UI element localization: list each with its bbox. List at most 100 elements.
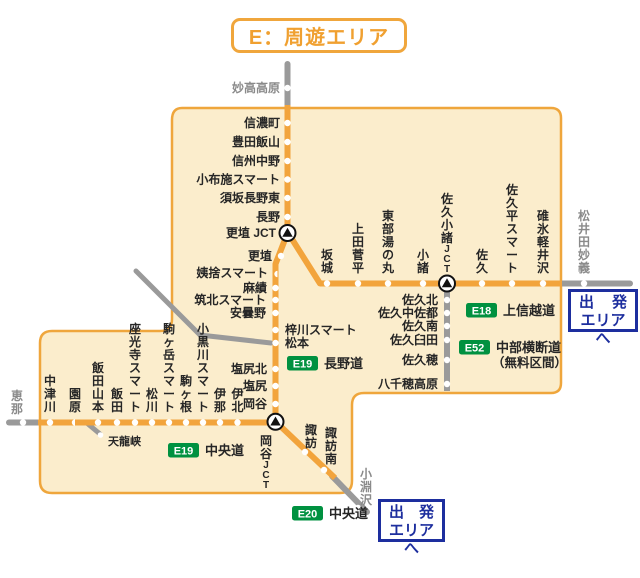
station-label: 佐久南 [401,318,438,333]
station-label: 東部湯の丸 [381,208,395,275]
station-dot [46,419,54,426]
station-dot [354,504,362,512]
station-label: 小黒川スマート [196,321,209,414]
station-dot [272,326,279,334]
station-dot [272,382,279,390]
route-badge [287,356,318,371]
station-label: 天龍峡 [108,434,142,448]
station-label: 須坂長野東 [219,190,280,205]
station-label: 松本 [285,335,309,350]
station-dot [284,157,291,165]
station-label: 安曇野 [230,305,266,320]
station-dot [443,356,451,364]
station-label: 佐久臼田 [389,332,438,347]
station-label: 信濃町 [244,115,280,130]
route-badge [466,303,497,318]
station-dot [272,400,279,408]
station-dot [580,280,588,287]
road-name-label: 中央道 [329,506,368,521]
station-dot [97,432,104,438]
road-name-label: 上信越道 [503,303,555,318]
station-label: 飯田 [110,386,123,414]
station-label: 座光寺スマート [128,321,141,414]
station-dot [284,194,291,202]
jct-symbol-triangle [441,278,453,288]
station-label: 諏訪南 [325,425,337,466]
station-dot [216,419,224,426]
route-badge-code: E19 [174,446,194,458]
road-name-label: 中部横断道 [496,340,561,355]
station-dot [272,365,279,373]
station-dot [272,339,279,347]
station-label: 筑北スマート [194,292,266,307]
station-dot [443,296,451,304]
station-dot [419,280,427,287]
station-dot [284,84,291,92]
station-label: 佐久北 [401,292,438,307]
road-name-note: （無料区間） [492,355,567,370]
departure-line1-left: 出 [579,294,595,311]
station-label: 豊田飯山 [232,134,280,149]
station-label: 梓川スマート [285,322,357,337]
road-name-label: 中央道 [205,443,244,458]
station-label: 中津川 [43,373,56,414]
road-chuo-south-outside [329,473,370,515]
departure-line2: エリアへ [580,312,626,347]
road-matsumoto-branch [133,268,274,346]
station-dot [131,419,139,426]
station-dot [199,419,207,426]
station-label: 佐久 [475,247,489,275]
station-dot [301,448,309,456]
station-label: 坂城 [321,247,334,275]
station-half-dot [71,419,75,426]
station-label: 八千穂高原 [377,376,438,391]
route-badge-code: E19 [293,359,313,371]
station-dot [354,280,362,287]
station-dot [443,336,451,344]
station-label: 佐久穂 [401,352,438,367]
station-label: 佐久中佐都 [377,305,438,320]
departure-line1-left: 出 [389,504,405,521]
departure-link-right[interactable]: 出 発 エリアへ [568,289,638,347]
station-label: 伊北 [230,386,243,414]
station-label: 駒ヶ根 [180,373,192,414]
station-label: 姨捨スマート [196,265,268,280]
station-dot [272,284,279,292]
area-title-text: E：周遊エリア [248,27,390,49]
station-label: 信州中野 [232,153,280,168]
station-dot [443,322,451,330]
route-badge-code: E52 [465,343,485,355]
departure-line1-right: 発 [418,504,434,521]
station-dot [113,419,121,426]
station-label: 小布施スマート [196,172,280,187]
station-dot [284,138,291,146]
route-badge-code: E20 [298,509,318,521]
station-dot [94,419,102,426]
area-title: E：周遊エリア [231,18,407,53]
departure-link-bottom[interactable]: 出 発 エリアへ [378,499,445,557]
station-dot [277,252,285,260]
departure-line1-right: 発 [611,294,627,311]
station-label: 園原 [69,387,81,414]
station-dot [182,419,190,426]
station-label: 小諸 [417,247,429,275]
station-label: 麻績 [242,280,267,295]
jct-symbol-triangle [282,227,293,237]
station-dot [320,466,328,474]
station-dot [272,309,279,317]
station-dot [272,296,279,304]
station-label: 岡谷 [243,396,268,411]
departure-line1: 出 発 [385,504,438,522]
station-half-dot [274,270,278,278]
station-dot [284,213,291,221]
station-label: 妙高高原 [232,80,280,95]
pass-area [38,106,563,495]
station-label: 諏訪 [305,422,317,450]
station-label: 伊那 [213,386,226,414]
station-dot [443,380,451,388]
station-dot [165,419,173,426]
station-dot [234,419,241,426]
route-badge [292,506,323,521]
